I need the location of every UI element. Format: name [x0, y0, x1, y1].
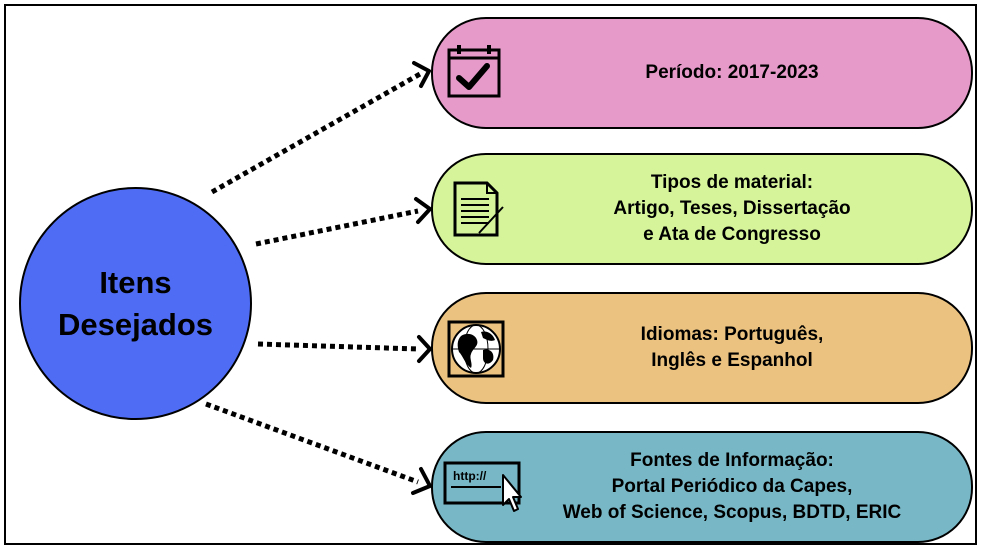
document-icon — [453, 181, 504, 237]
item-periodo: Período: 2017-2023 — [431, 17, 973, 129]
arrow-to-periodo — [210, 71, 422, 195]
item-idiomas-line-2: Inglês e Espanhol — [651, 350, 813, 371]
arrowhead-periodo — [412, 61, 431, 88]
item-tipos-line-2: Artigo, Teses, Dissertação — [613, 198, 851, 219]
item-tipos-de-material: Tipos de material: Artigo, Teses, Disser… — [431, 153, 973, 265]
web-browser-icon-text: http:// — [453, 469, 487, 483]
item-idiomas-line-1: Idiomas: Português, — [640, 324, 824, 345]
item-fontes-de-informacao: http:// Fontes de Informação: Portal Per… — [431, 431, 973, 543]
hub-title-line1: Itens — [99, 264, 172, 300]
item-fontes-line-1: Fontes de Informação: — [630, 450, 834, 471]
arrow-to-fontes — [205, 401, 419, 485]
item-periodo-line-1: Período: 2017-2023 — [645, 62, 819, 83]
arrowhead-tipos — [414, 197, 432, 224]
calendar-check-icon — [447, 45, 501, 98]
hub-circle: Itens Desejados — [19, 187, 252, 420]
item-idiomas: Idiomas: Português, Inglês e Espanhol — [431, 292, 973, 404]
arrowhead-fontes — [411, 467, 432, 495]
item-tipos-line-3: e Ata de Congresso — [643, 224, 821, 245]
item-fontes-line-2: Portal Periódico da Capes, — [611, 476, 853, 497]
item-fontes-line-3: Web of Science, Scopus, BDTD, ERIC — [562, 502, 902, 523]
web-browser-icon: http:// — [443, 461, 522, 512]
arrow-to-idiomas — [257, 341, 419, 352]
arrow-to-tipos — [255, 208, 419, 247]
item-tipos-line-1: Tipos de material: — [650, 172, 814, 193]
arrowhead-idiomas — [417, 335, 432, 363]
globe-icon — [447, 320, 505, 378]
hub-title-line2: Desejados — [57, 306, 214, 342]
